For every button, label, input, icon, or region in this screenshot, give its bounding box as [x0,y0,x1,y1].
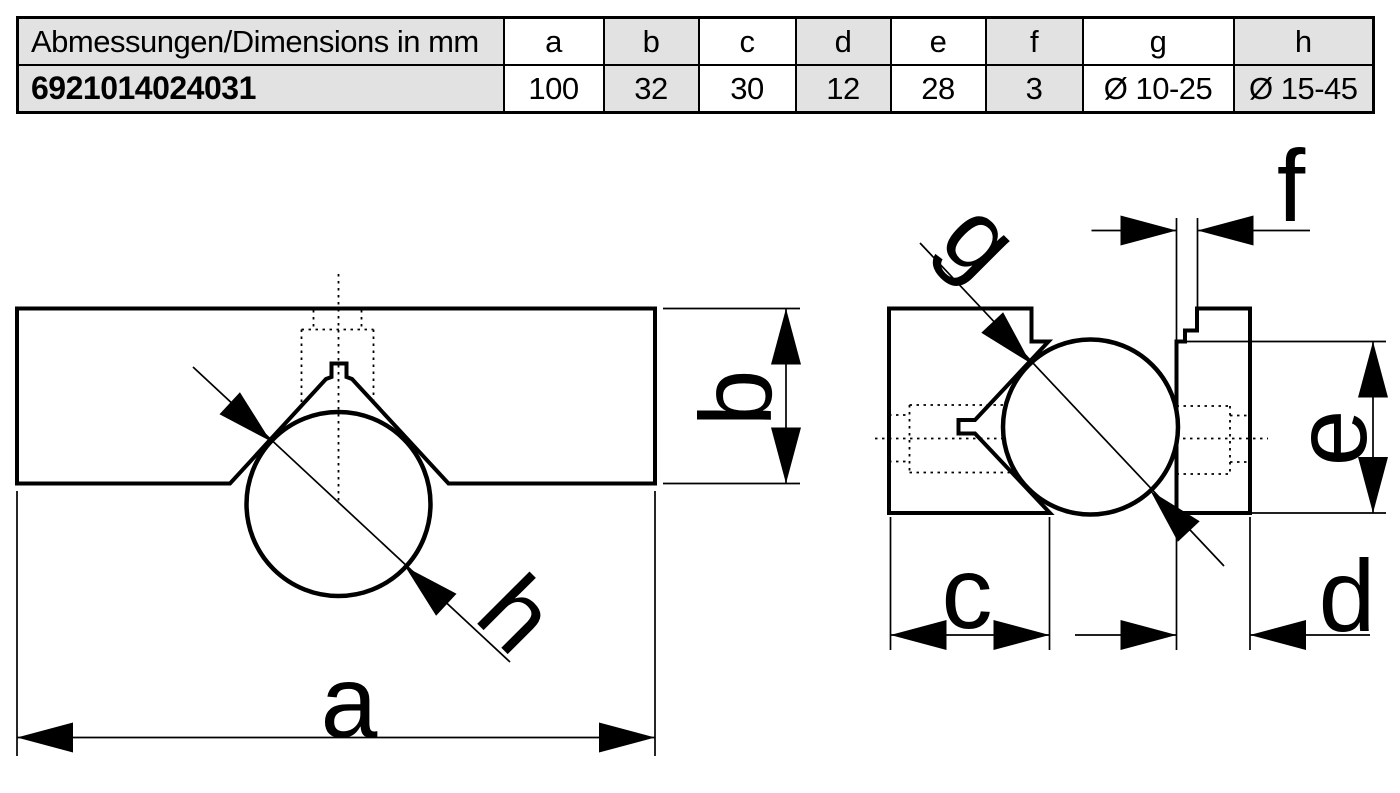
column-header-b: b [602,16,700,66]
value-b: 32 [602,64,700,114]
dim-arrow-h-upper [219,392,271,442]
dim-label-b: b [679,370,793,427]
dim-arrow-a-left [17,722,73,753]
value-d: 12 [794,64,892,114]
dim-arrow-c-right [993,620,1050,650]
column-header-h: h [1232,16,1375,66]
table-data-row: 6921014024031 100 32 30 12 28 3 Ø 10-25 … [16,64,1375,114]
side-view-drawing: g f e c d [875,129,1388,653]
dim-arrow-g-lower [1150,490,1200,542]
dim-arrow-f-left [1120,215,1177,246]
dim-arrow-d-left [1120,620,1177,650]
dim-arrow-b-bottom [771,427,801,484]
table-header-title: Abmessungen/Dimensions in mm [16,16,505,66]
dim-arrow-a-right [599,722,655,753]
dim-label-c: c [942,536,993,650]
value-g: Ø 10-25 [1081,64,1235,114]
value-f: 3 [984,64,1084,114]
extension-lines-a [16,491,656,756]
dim-arrow-c-left [890,620,947,650]
extension-lines-f [1175,218,1199,650]
dim-label-e: e [1274,410,1388,467]
part-number: 6921014024031 [16,64,505,114]
extension-lines-b [663,307,800,485]
column-header-g: g [1081,16,1235,66]
value-c: 30 [697,64,797,114]
dim-label-f: f [1277,129,1306,243]
dim-arrow-b-top [771,308,801,365]
dim-arrow-d-right [1250,620,1306,650]
dim-label-g: g [921,179,1042,300]
value-h: Ø 15-45 [1232,64,1375,114]
column-header-d: d [794,16,892,66]
clamped-rod-circle-front [244,409,433,599]
dim-label-h: h [457,554,578,675]
dim-arrow-e-bottom [1358,457,1388,513]
dim-arrow-h-lower [405,566,457,616]
dim-arrow-g-upper [981,312,1031,364]
dim-label-a: a [321,645,378,759]
dim-arrow-e-top [1358,341,1388,398]
dimensions-table: Abmessungen/Dimensions in mm a b c d e f… [16,16,1375,114]
extension-lines-c [889,517,1051,650]
column-header-f: f [984,16,1084,66]
column-header-e: e [889,16,987,66]
front-view-drawing: h b a [15,274,801,759]
dim-label-d: d [1319,539,1376,653]
column-header-c: c [697,16,797,66]
workpiece-outline-side-left [887,306,1055,515]
workpiece-outline-front [15,306,657,486]
value-e: 28 [889,64,987,114]
value-a: 100 [502,64,605,114]
hidden-line-slot-front [300,310,375,406]
dim-arrow-f-right [1197,215,1254,246]
table-header-row: Abmessungen/Dimensions in mm a b c d e f… [16,16,1375,66]
workpiece-outline-side-right [1174,306,1252,515]
column-header-a: a [502,16,605,66]
extension-lines-e [1176,340,1386,514]
